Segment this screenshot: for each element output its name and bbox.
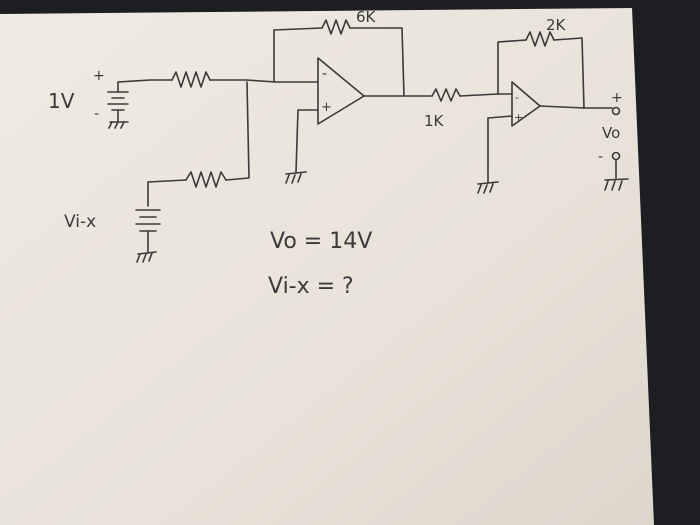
opamp2-plus-sign: + xyxy=(514,111,523,124)
wire-feedback-2 xyxy=(497,39,527,95)
resistor-2k xyxy=(525,31,555,47)
wire-feedback-1 xyxy=(273,27,323,83)
vix-label: Vi-x xyxy=(64,212,96,232)
opamp2-minus-sign: - xyxy=(515,91,519,104)
source-minus-sign: - xyxy=(94,106,99,122)
resistor-6k-label: 6K xyxy=(356,8,377,26)
battery-vix xyxy=(135,209,161,253)
output-terminal-plus xyxy=(611,106,621,116)
source-voltage-label: 1V xyxy=(48,89,75,113)
wire-source-to-r1 xyxy=(117,79,173,83)
output-minus-sign: - xyxy=(598,149,603,165)
resistor-r1 xyxy=(171,71,211,88)
wire-opamp1-plus xyxy=(295,109,319,173)
resistor-2k-label: 2K xyxy=(546,16,567,34)
question-equation: Vi-x = ? xyxy=(268,274,354,299)
resistor-1k xyxy=(431,88,461,102)
given-equation: Vo = 14V xyxy=(270,229,372,254)
circuit-schematic xyxy=(107,19,629,263)
opamp1-plus-sign: + xyxy=(321,100,332,115)
resistor-r2 xyxy=(185,171,227,188)
opamp1-minus-sign: - xyxy=(322,66,327,82)
resistor-6k xyxy=(321,19,351,35)
wire-opamp2-plus xyxy=(487,115,513,183)
output-plus-sign: + xyxy=(611,90,623,106)
paper-sheet xyxy=(0,8,654,525)
ground-symbol-source xyxy=(108,121,129,129)
wire-r1-to-junction xyxy=(209,79,319,83)
wire-junction-vertical xyxy=(225,81,250,181)
ground-symbol-output xyxy=(604,178,629,191)
wire-r2-to-vix xyxy=(147,179,187,207)
wire-feedback-1b xyxy=(349,27,405,97)
resistor-1k-label: 1K xyxy=(424,112,445,130)
ground-symbol-opamp2 xyxy=(477,181,499,194)
op-amp-1 xyxy=(317,57,365,125)
output-vo-label: Vo xyxy=(602,124,620,142)
ground-symbol-vix xyxy=(136,251,157,263)
wire-feedback-2b xyxy=(539,37,585,109)
source-plus-sign: + xyxy=(93,68,105,84)
ground-symbol-opamp1 xyxy=(285,171,307,184)
op-amp-2 xyxy=(511,81,541,127)
battery-1v xyxy=(107,81,129,123)
